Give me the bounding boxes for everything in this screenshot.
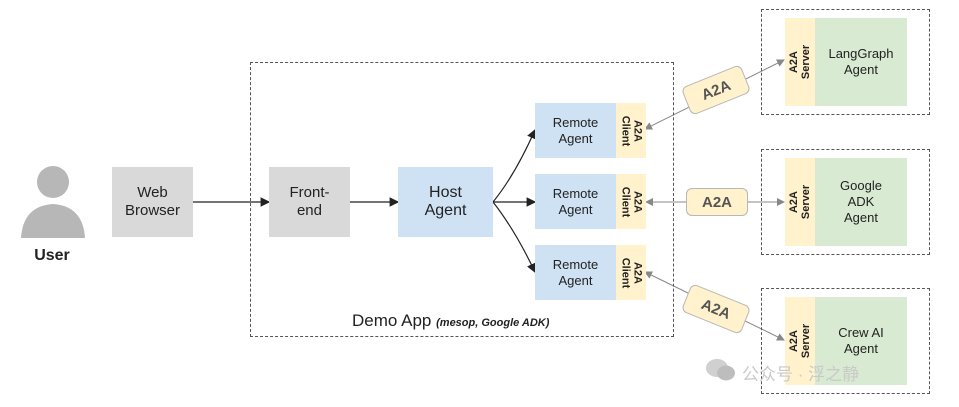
demo-app-label: Demo App (mesop, Google ADK) xyxy=(352,311,550,330)
google-adk-container xyxy=(761,149,930,255)
langgraph-agent: LangGraph Agent xyxy=(815,18,907,106)
langgraph-container xyxy=(761,9,930,115)
watermark-text: 公众号 · 浮之静 xyxy=(742,365,860,384)
web-browser-box: Web Browser xyxy=(112,167,193,237)
a2a-client-3: A2A Client xyxy=(616,245,646,300)
wechat-icon xyxy=(706,359,735,381)
crew-ai-agent: Crew AI Agent xyxy=(815,297,907,385)
remote-agent-1: Remote Agent xyxy=(535,103,616,158)
person-icon xyxy=(21,166,85,238)
remote-agent-3: Remote Agent xyxy=(535,245,616,300)
a2a-client-1: A2A Client xyxy=(616,103,646,158)
a2a-server-2: A2A Server xyxy=(785,158,815,246)
user-label: User xyxy=(34,247,70,264)
arrow-host-to-remote-3 xyxy=(492,201,536,274)
a2a-connector-2: A2A xyxy=(686,188,748,216)
arrow-host-to-remote-1 xyxy=(492,128,536,203)
a2a-server-1: A2A Server xyxy=(785,18,815,106)
a2a-server-3: A2A Server xyxy=(785,297,815,385)
a2a-client-2: A2A Client xyxy=(616,174,646,229)
google-adk-agent: Google ADK Agent xyxy=(815,158,907,246)
demo-app-container xyxy=(250,62,674,337)
host-agent-box: Host Agent xyxy=(398,167,493,237)
crew-ai-container xyxy=(761,288,930,394)
remote-agent-2: Remote Agent xyxy=(535,174,616,229)
frontend-box: Front- end xyxy=(269,167,350,237)
